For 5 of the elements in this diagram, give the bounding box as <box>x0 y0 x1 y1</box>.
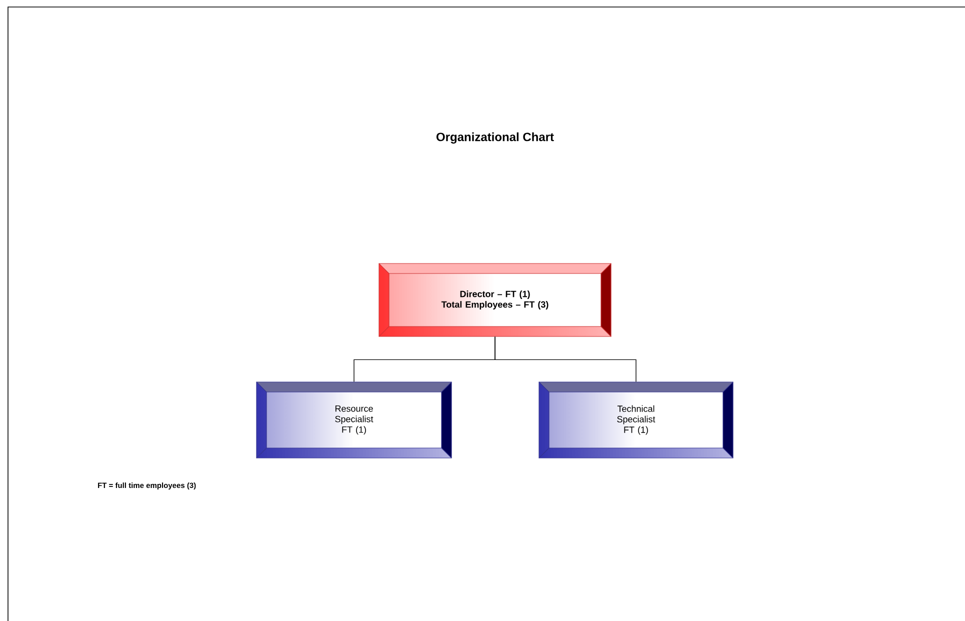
bevel-box: Resource Specialist FT (1) <box>256 382 452 458</box>
connector-line <box>494 336 636 382</box>
bevel-box: Director – FT (1) Total Employees – FT (3) <box>378 263 612 337</box>
chart-title: Organizational Chart <box>436 132 554 144</box>
bevel-box: Technical Specialist FT (1) <box>538 382 734 458</box>
